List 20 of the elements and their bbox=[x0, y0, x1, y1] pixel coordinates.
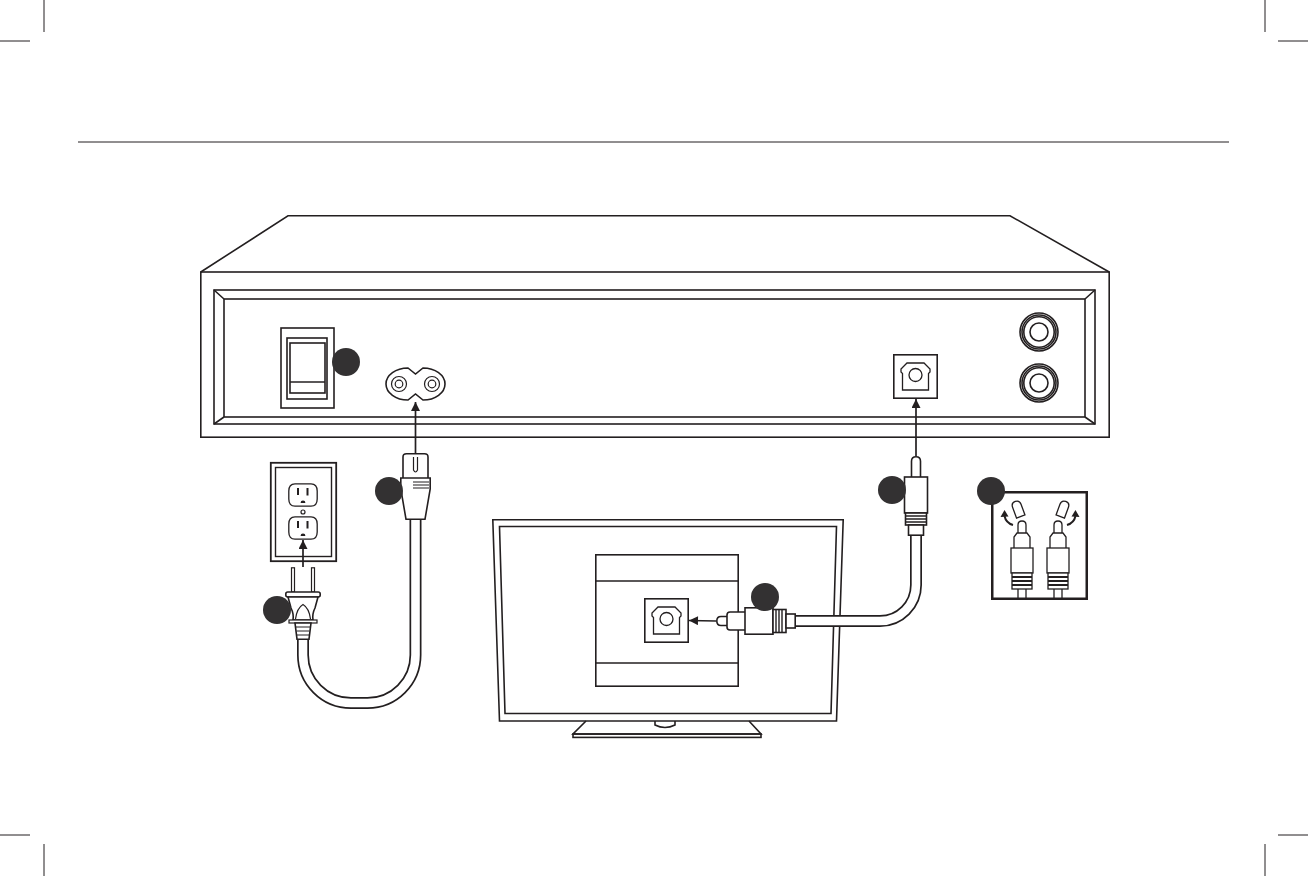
arrow bbox=[688, 616, 717, 626]
cable bbox=[796, 536, 922, 627]
arrow bbox=[298, 539, 308, 568]
optical-port bbox=[893, 354, 939, 399]
optical-port bbox=[644, 598, 689, 643]
power-plug bbox=[285, 567, 321, 640]
rca-plugs-inset bbox=[991, 491, 1088, 600]
device-rear-panel bbox=[200, 215, 1110, 438]
figure-eight-plug bbox=[400, 453, 431, 520]
television bbox=[492, 519, 844, 738]
outlet-receptacle bbox=[288, 516, 318, 540]
optical-plug bbox=[903, 456, 929, 536]
port-panel bbox=[595, 554, 739, 687]
arrow bbox=[411, 401, 420, 454]
power-inlet-socket bbox=[385, 366, 446, 402]
arrow bbox=[911, 398, 921, 457]
cable bbox=[297, 520, 422, 709]
outlet-receptacle bbox=[288, 483, 318, 507]
wall-outlet bbox=[270, 462, 337, 562]
optical-plug bbox=[716, 607, 796, 635]
